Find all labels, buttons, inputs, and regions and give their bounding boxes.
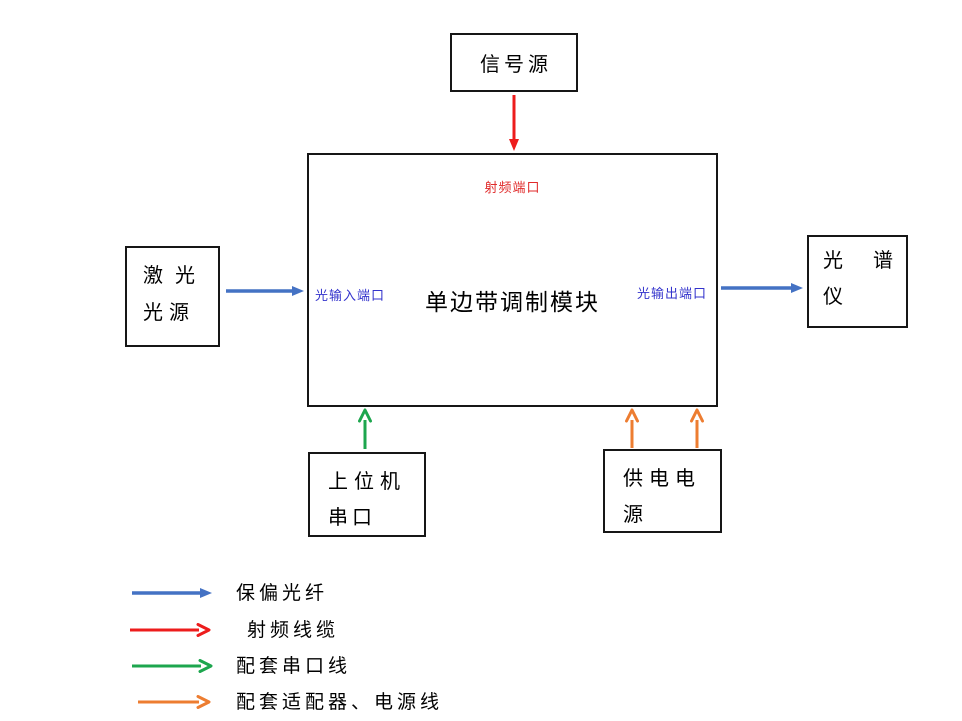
power-supply-box: 供电电 源 (603, 449, 722, 533)
modulation-module-box: 射频端口 单边带调制模块 光输入端口 光输出端口 (307, 153, 718, 407)
rf-port-label: 射频端口 (484, 180, 541, 195)
host-serial-label-line1: 上位机 (328, 471, 406, 493)
legend-label-adapter-power: 配套适配器、电源线 (236, 692, 444, 713)
module-title: 单边带调制模块 (425, 290, 600, 315)
legend-label-pm-fiber: 保偏光纤 (236, 583, 329, 604)
spectrometer-label-line2: 仪 (823, 286, 843, 308)
optical-input-port-label: 光输入端口 (315, 288, 386, 303)
legend-label-rf-cable: 射频线缆 (247, 620, 340, 641)
signal-source-box: 信号源 (450, 33, 578, 92)
power-supply-label-line1: 供电电 (623, 468, 701, 490)
host-serial-label-line2: 串口 (328, 507, 376, 529)
signal-source-label: 信号源 (480, 54, 552, 76)
spectrometer-label-line1: 光谱 (823, 250, 923, 272)
laser-source-box: 激光 光源 (125, 246, 220, 347)
legend-label-serial-cable: 配套串口线 (236, 656, 352, 677)
laser-source-label-line2: 光源 (143, 302, 195, 324)
power-supply-label-line2: 源 (623, 504, 643, 526)
spectrometer-box: 光谱 仪 (807, 235, 908, 328)
optical-output-port-label: 光输出端口 (636, 286, 707, 301)
host-serial-box: 上位机 串口 (308, 452, 426, 537)
laser-source-label-line1: 激光 (143, 265, 207, 287)
